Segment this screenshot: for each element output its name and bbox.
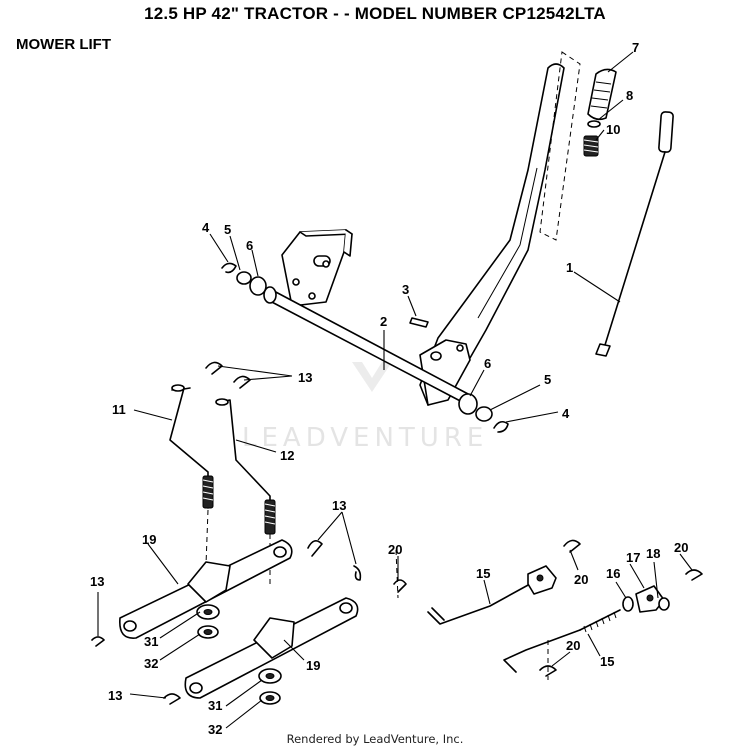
- lift-link-12: [215, 398, 276, 535]
- callout-20: 20: [388, 542, 402, 557]
- spring: [583, 135, 599, 157]
- callout-32: 32: [208, 722, 222, 737]
- callout-13: 13: [90, 574, 104, 589]
- hairpin-13f: [163, 693, 181, 705]
- callout-19: 19: [142, 532, 156, 547]
- hairpin-20d: [539, 665, 557, 677]
- callout-6: 6: [484, 356, 491, 371]
- watermark-logo: [352, 362, 392, 392]
- callout-15: 15: [476, 566, 490, 581]
- hairpin-13a: [205, 361, 223, 375]
- align-line: [395, 549, 399, 599]
- callout-16: 16: [606, 566, 620, 581]
- callout-17: 17: [626, 550, 640, 565]
- callout-31: 31: [208, 698, 222, 713]
- footer-credit: Rendered by LeadVenture, Inc.: [286, 732, 464, 746]
- lift-link-11: [169, 384, 214, 509]
- hairpin-13c: [307, 540, 323, 557]
- callout-13: 13: [298, 370, 312, 385]
- section-title: MOWER LIFT: [16, 36, 111, 53]
- callout-13: 13: [108, 688, 122, 703]
- callout-6: 6: [246, 238, 253, 253]
- leader-lines: [97, 51, 693, 729]
- pin-3: [409, 317, 429, 328]
- hairpin-13d: [353, 565, 362, 581]
- washer-31-hole: [203, 609, 213, 615]
- washer-31-hole: [265, 673, 275, 679]
- callout-15: 15: [600, 654, 614, 669]
- adjust-rod-upper: [427, 565, 557, 625]
- callout-8: 8: [626, 88, 633, 103]
- callout-19: 19: [306, 658, 320, 673]
- callout-5: 5: [224, 222, 231, 237]
- page-title: 12.5 HP 42" TRACTOR - - MODEL NUMBER CP1…: [144, 4, 606, 23]
- nut-32-hole: [265, 695, 275, 701]
- hairpin-13b: [233, 375, 251, 389]
- callout-11: 11: [112, 402, 126, 417]
- lift-arm-upper: [119, 539, 293, 639]
- callout-20: 20: [566, 638, 580, 653]
- callout-13: 13: [332, 498, 346, 513]
- hairpin-13e: [91, 636, 105, 647]
- hairpin-20b: [563, 539, 581, 553]
- callout-31: 31: [144, 634, 158, 649]
- lift-arm-lower: [184, 597, 359, 699]
- nut-18: [658, 597, 670, 611]
- callout-32: 32: [144, 656, 158, 671]
- callout-2: 2: [380, 314, 387, 329]
- nut-32-hole: [203, 629, 213, 635]
- adjust-rod-lower: [503, 585, 670, 673]
- cross-shaft: [221, 262, 509, 433]
- mounting-bracket: [281, 229, 353, 307]
- callout-10: 10: [606, 122, 620, 137]
- knob: [587, 68, 617, 121]
- hairpin-20c: [685, 569, 703, 581]
- washer-8: [587, 120, 601, 128]
- lift-lever: [419, 63, 565, 406]
- callout-4: 4: [562, 406, 570, 421]
- callout-labels: 7 8 10 1 4 5 6 3 2 6 5 4 13 11 12 13 19 …: [90, 40, 688, 737]
- callout-1: 1: [566, 260, 573, 275]
- callout-3: 3: [402, 282, 409, 297]
- washer-16: [622, 596, 634, 612]
- callout-20: 20: [674, 540, 688, 555]
- callout-4: 4: [202, 220, 210, 235]
- release-rod: [595, 111, 674, 357]
- callout-12: 12: [280, 448, 294, 463]
- watermark: LEADVENTURE: [242, 362, 488, 453]
- callout-18: 18: [646, 546, 660, 561]
- watermark-text: LEADVENTURE: [242, 423, 488, 453]
- callout-5: 5: [544, 372, 551, 387]
- callout-20: 20: [574, 572, 588, 587]
- grip-outline: [539, 51, 581, 241]
- callout-7: 7: [632, 40, 639, 55]
- align-line: [205, 509, 209, 566]
- hairpin-20a: [393, 579, 407, 593]
